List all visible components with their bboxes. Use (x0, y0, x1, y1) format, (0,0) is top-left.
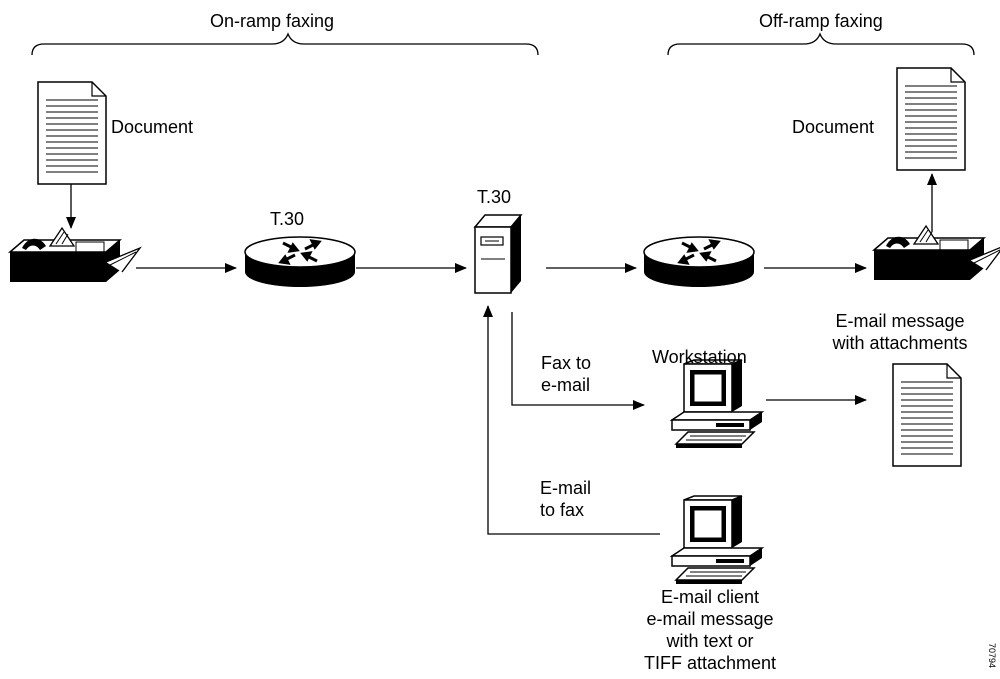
off-ramp-brace (667, 32, 975, 56)
fax-to-email-label: Fax to e-mail (541, 353, 592, 395)
t30-router-label: T.30 (270, 209, 305, 229)
router-right-icon (642, 235, 756, 289)
email-to-fax-label: E-mail to fax (540, 478, 592, 520)
fax-server-icon (474, 214, 522, 294)
document-left-icon (37, 81, 107, 185)
email-attachment-doc-icon (892, 363, 962, 467)
fax-machine-left-icon (9, 227, 141, 283)
on-ramp-brace (31, 32, 539, 56)
router-left-icon (243, 235, 357, 289)
workstation-label: Workstation (652, 347, 747, 367)
document-right-label: Document (792, 117, 875, 137)
email-client-label: E-mail client e-mail message with text o… (643, 587, 777, 673)
document-left-label: Document (111, 117, 194, 137)
figure-id: 70794 (987, 643, 997, 669)
arrow-email-client-to-server (483, 305, 660, 535)
arrow-server-to-workstation (511, 312, 645, 410)
workstation-icon (671, 359, 763, 449)
email-client-pc-icon (671, 495, 763, 585)
fax-machine-right-icon (873, 225, 1000, 281)
email-message-label: E-mail message with attachments (832, 311, 968, 353)
off-ramp-title: Off-ramp faxing (759, 11, 883, 31)
t30-server-label: T.30 (477, 187, 512, 207)
document-right-icon (896, 67, 966, 171)
on-ramp-title: On-ramp faxing (210, 11, 335, 31)
